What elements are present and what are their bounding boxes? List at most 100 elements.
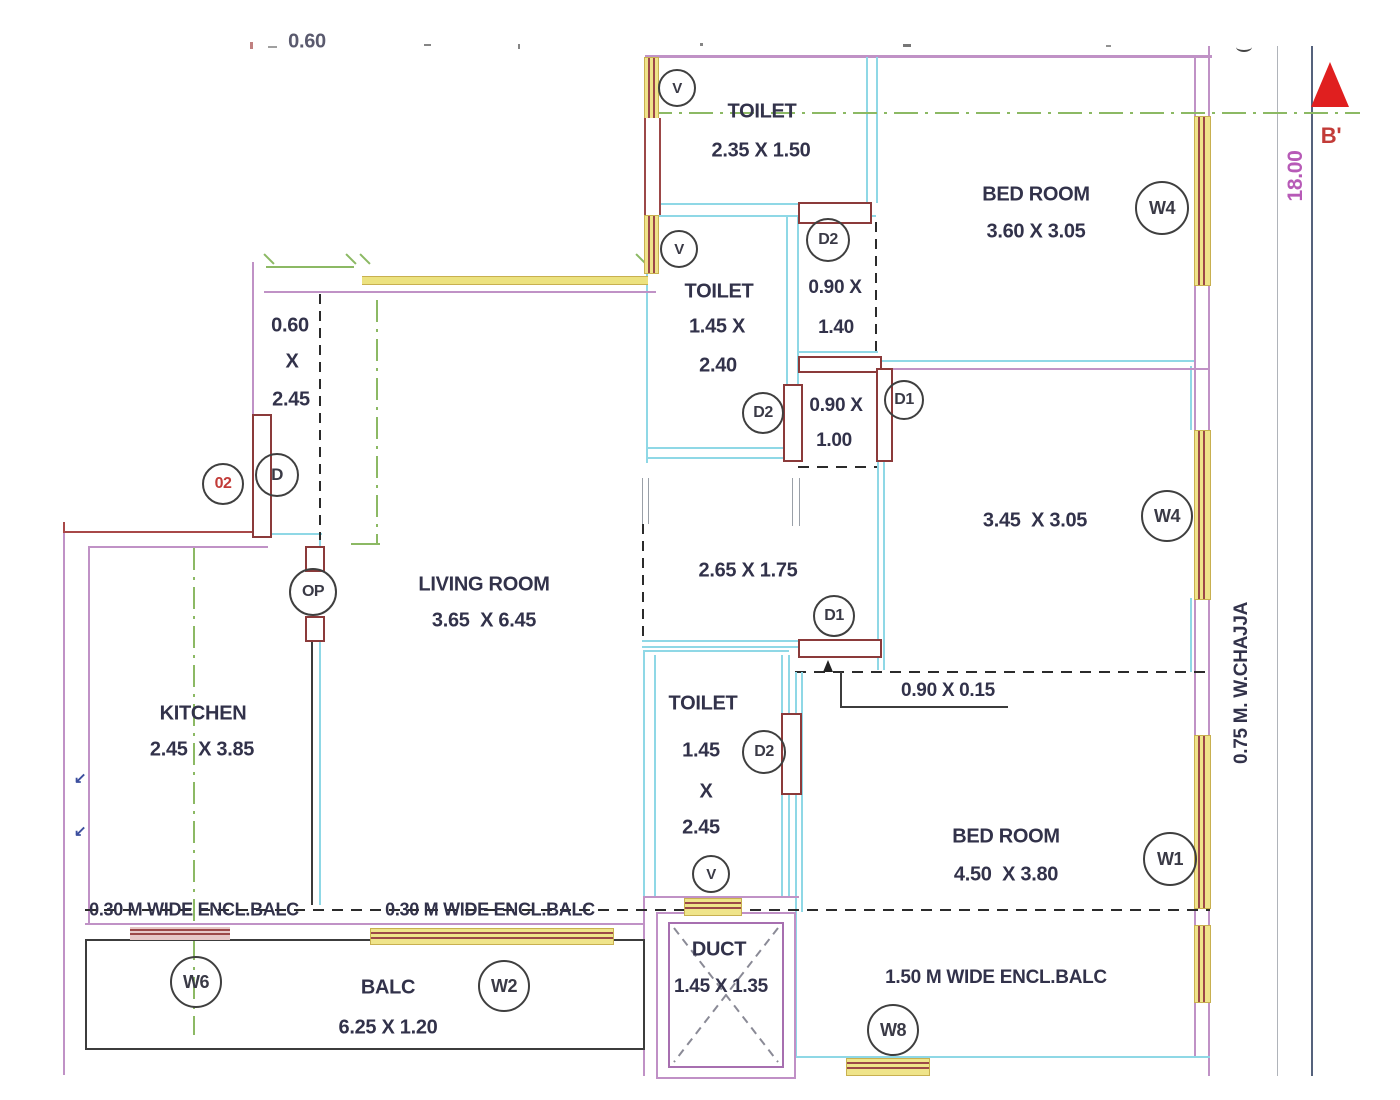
artifact-mark [268,46,277,48]
dim-tick [263,253,275,265]
wall-segment [311,638,313,905]
passage-dims: 2.65 X 1.75 [698,559,798,582]
room-dims: 3.65 X 6.45 [431,609,537,632]
dim-line [266,266,354,268]
wall-segment [1190,598,1192,672]
window-marker-w6: W6 [170,956,222,1008]
section-triangle [1311,62,1349,107]
room-dims: X [699,780,713,803]
dashed-wall-line [319,294,321,540]
wall-segment [266,533,322,535]
balcony-label: 0.30 M WIDE ENCL.BALC [385,899,595,920]
door-d2-mid [783,384,803,462]
vent-marker-v2: V [660,230,698,268]
room-label: BED ROOM [982,183,1090,206]
wall-segment [643,939,645,1050]
door-marker-d1-top: D1 [884,380,924,420]
wall-segment [643,650,789,652]
artifact-mark [424,44,431,46]
room-label: TOILET [668,692,738,715]
boundary-line [1277,46,1278,1076]
centerline [351,543,380,545]
window-band-w6 [130,927,230,940]
window-marker-w4-top: W4 [1135,181,1189,235]
wall-segment [85,939,645,941]
wall-segment [643,650,645,897]
balcony-window-band [846,1058,930,1076]
wall-segment [264,291,656,293]
opening-dims: 1.40 [818,317,854,338]
dashed-wall-line [798,466,878,468]
wall-segment [645,55,1212,58]
wall-segment [648,447,788,449]
wall-segment [877,360,1194,362]
room-dims: 1.45 X 1.35 [674,976,768,997]
window-marker-w4-mid: W4 [1141,490,1193,542]
vent-marker-v3: V [692,855,730,893]
door-d1-mid [798,639,882,658]
room-dims: 1.45 X [688,315,746,338]
room-dims: 2.40 [699,354,737,377]
dashed-wall-line [642,524,644,642]
room-dims: 3.45 X 3.05 [982,509,1088,532]
dim-tick [345,253,357,265]
door-marker-d1-mid: D1 [813,595,855,637]
arrow-up [823,660,833,672]
niche-dims: 0.60 [271,314,309,337]
balcony-label: 1.50 M WIDE ENCL.BALC [885,967,1107,988]
top-partial-dimension: 0.60 [288,30,326,53]
wall-segment [642,646,800,648]
centerline [193,548,195,1035]
dim-bracket [840,672,842,708]
window-band-w4-top [1194,116,1211,286]
vent-window-band [644,57,659,120]
room-label: TOILET [727,100,797,123]
wall-segment [876,57,878,203]
door-marker-02: 02 [202,463,244,505]
artifact-mark [518,44,520,49]
wall-segment [63,522,65,533]
wall-segment [877,368,1210,370]
niche-dims: X [285,350,299,373]
wall-segment [63,531,268,533]
room-dims: 4.50 X 3.80 [953,863,1059,886]
wall-segment [866,57,868,203]
wall-segment [63,522,65,1075]
window-band-w1 [1194,735,1211,909]
opening-dims: 0.90 X [808,277,862,298]
dim-label: 0.90 X 0.15 [901,680,995,701]
dashed-wall-line [795,671,1210,673]
wall-segment [85,939,87,1050]
balcony-label: 0.30 M WIDE ENCL.BALC [89,899,299,920]
wall-segment [877,458,879,670]
room-dims: 6.25 X 1.20 [338,1016,438,1039]
swing-arrow: ↙ [73,823,87,840]
wall-stub [648,478,649,524]
door-marker-d2-low: D2 [742,730,786,774]
room-label: KITCHEN [159,702,247,725]
centerline [648,112,1360,114]
window-band-w2 [370,928,614,945]
door-marker-op: OP [289,568,337,616]
duct-window-band [684,898,742,916]
swing-arrow: ↙ [73,770,87,787]
window-marker-w8: W8 [867,1004,919,1056]
wall-segment [801,672,803,912]
opening-dims: 0.90 X [809,395,863,416]
room-dims: 2.45 X 3.85 [149,738,255,761]
wall-segment [648,215,876,217]
wall-segment [85,1048,645,1050]
wall-segment [654,655,656,897]
section-marker-label: B' [1320,123,1342,148]
door-marker-d2-top: D2 [806,218,850,262]
dashed-wall-line [85,909,1210,911]
overall-height-dimension: 18.00 [1284,150,1307,202]
wall-stub [799,478,800,526]
window-band-w8-side [1194,925,1211,1003]
dim-tick [359,253,371,265]
wall-band [362,276,648,285]
duct-inner-box [668,922,784,1068]
wall-stub [792,478,793,526]
wall-segment [798,351,878,353]
centerline [376,300,378,543]
